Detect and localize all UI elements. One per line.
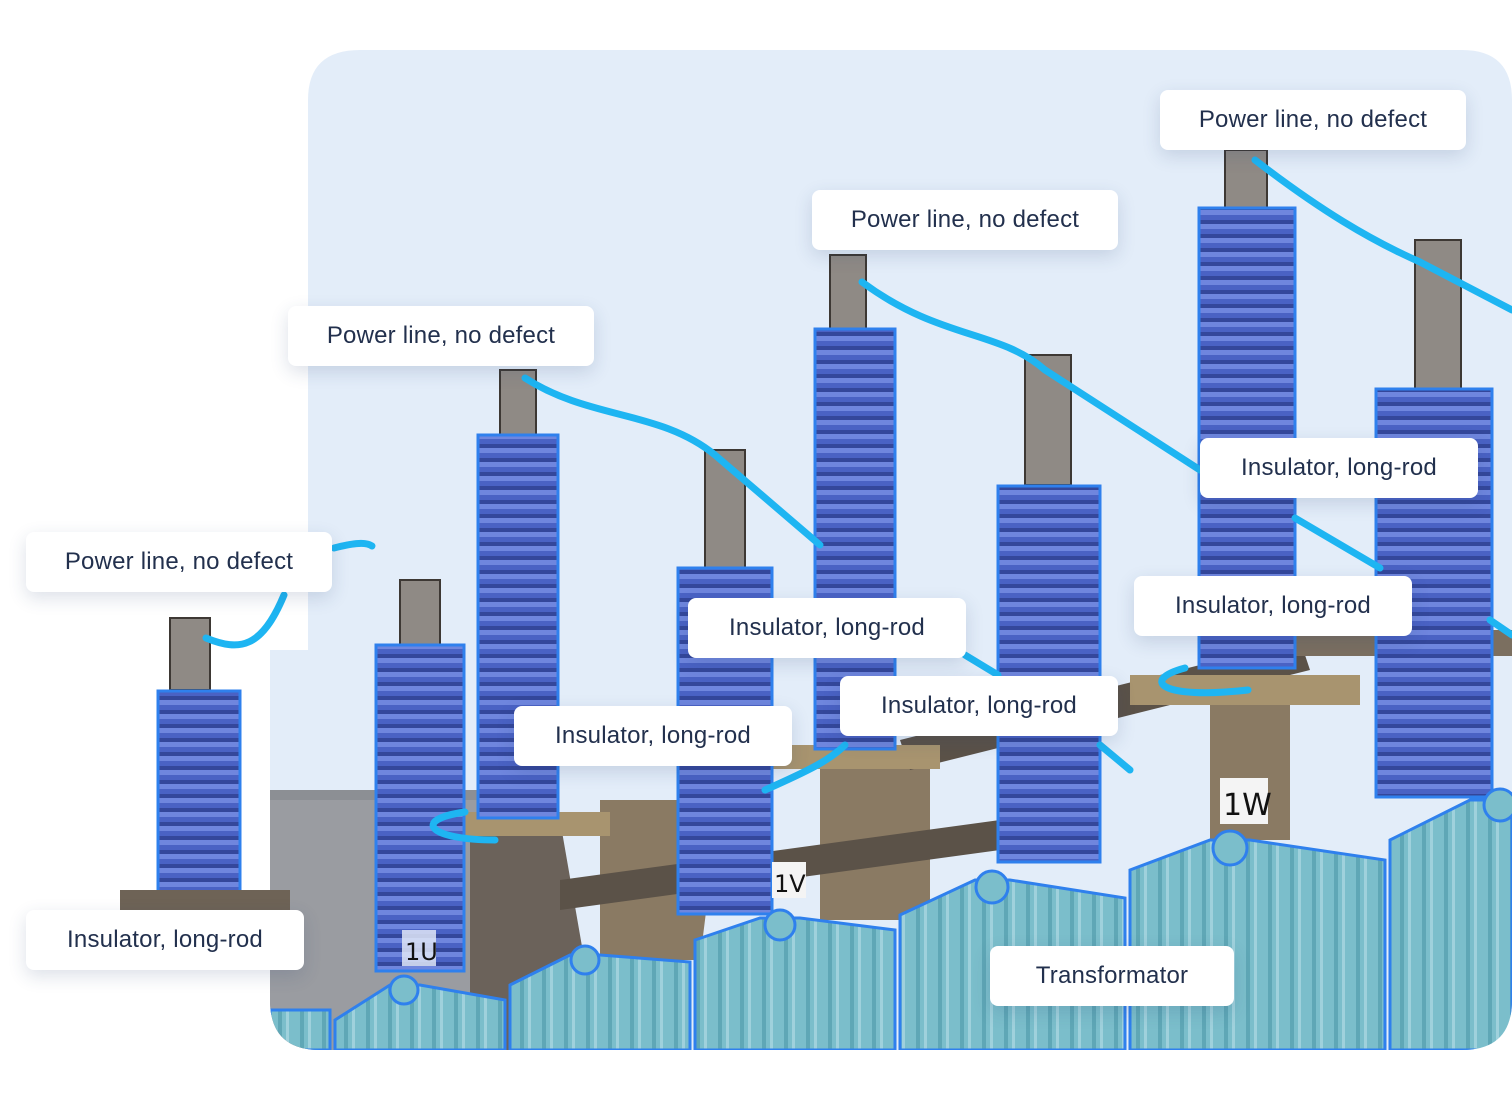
label-insulator: Insulator, long-rod — [26, 910, 304, 970]
label-insulator: Insulator, long-rod — [840, 676, 1118, 736]
label-insulator: Insulator, long-rod — [1200, 438, 1478, 498]
insulator-6 — [996, 484, 1102, 864]
svg-text:1W: 1W — [1223, 788, 1272, 823]
label-insulator: Insulator, long-rod — [688, 598, 966, 658]
label-insulator: Insulator, long-rod — [514, 706, 792, 766]
insulator-2 — [374, 643, 466, 973]
transformator-radiators — [270, 787, 1512, 1050]
label-transformator: Transformator — [990, 946, 1234, 1006]
label-power-line: Power line, no defect — [288, 306, 594, 366]
label-power-line: Power line, no defect — [812, 190, 1118, 250]
label-power-line: Power line, no defect — [26, 532, 332, 592]
label-insulator: Insulator, long-rod — [1134, 576, 1412, 636]
label-power-line: Power line, no defect — [1160, 90, 1466, 150]
svg-text:1V: 1V — [774, 870, 806, 898]
insulator-left-outside — [120, 591, 290, 910]
phase-markings: 1U 1V 1W — [402, 778, 1272, 966]
power-lines — [270, 156, 1512, 844]
insulator-caps — [399, 149, 1462, 646]
svg-text:1U: 1U — [405, 938, 438, 966]
